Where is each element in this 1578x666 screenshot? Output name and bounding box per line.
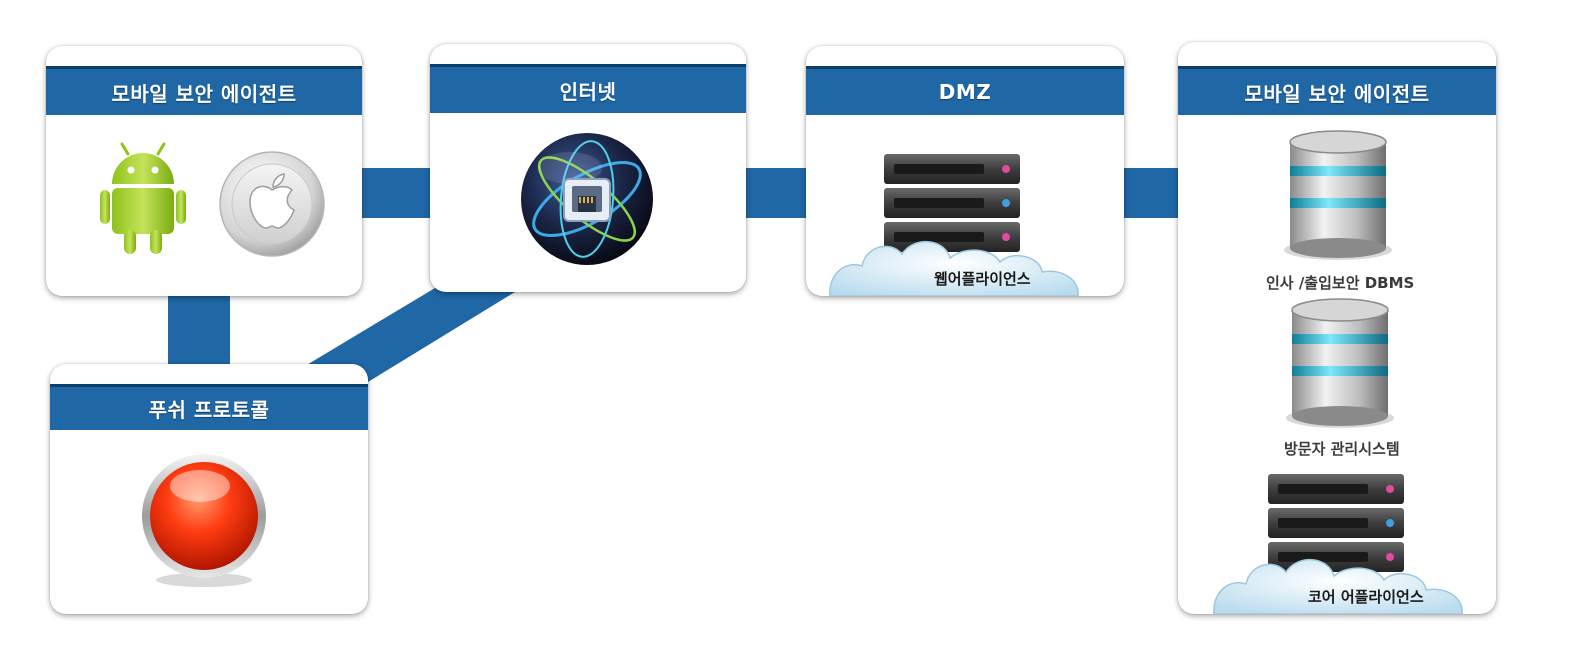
card-mobile-agent-right: 모바일 보안 에이전트 인사 /출입보안 DBMS [1178, 42, 1496, 614]
card-title: 모바일 보안 에이전트 [1178, 66, 1496, 115]
card-title: DMZ [806, 66, 1124, 115]
android-robot-icon [100, 142, 186, 254]
core-appliance-label: 코어 어플라이언스 [1308, 588, 1424, 606]
server-rack-icon [1213, 474, 1463, 614]
card-title: 인터넷 [430, 64, 746, 113]
server-label: 웹어플라이언스 [934, 270, 1031, 288]
database-label-hr: 인사 /출입보안 DBMS [1266, 274, 1415, 292]
card-push-protocol: 푸쉬 프로토콜 [50, 364, 368, 614]
connector-agent-internet [360, 168, 432, 218]
card-title: 푸쉬 프로토콜 [50, 384, 368, 430]
card-mobile-agent-left: 모바일 보안 에이전트 [46, 46, 362, 296]
connector-internet-dmz [744, 168, 808, 218]
database-label-visitor: 방문자 관리시스템 [1284, 440, 1400, 458]
connector-dmz-agent [1122, 168, 1180, 218]
connector-agent-push [168, 292, 230, 368]
apple-logo-icon [219, 151, 325, 257]
globe-network-icon [521, 133, 653, 265]
database-icon [1286, 298, 1394, 428]
card-title: 모바일 보안 에이전트 [46, 66, 362, 115]
card-internet: 인터넷 [430, 44, 746, 292]
card-dmz: DMZ 웹어플라이언스 [806, 46, 1124, 296]
red-button-icon [142, 454, 266, 587]
database-icon [1284, 130, 1392, 260]
server-rack-icon [829, 154, 1079, 296]
